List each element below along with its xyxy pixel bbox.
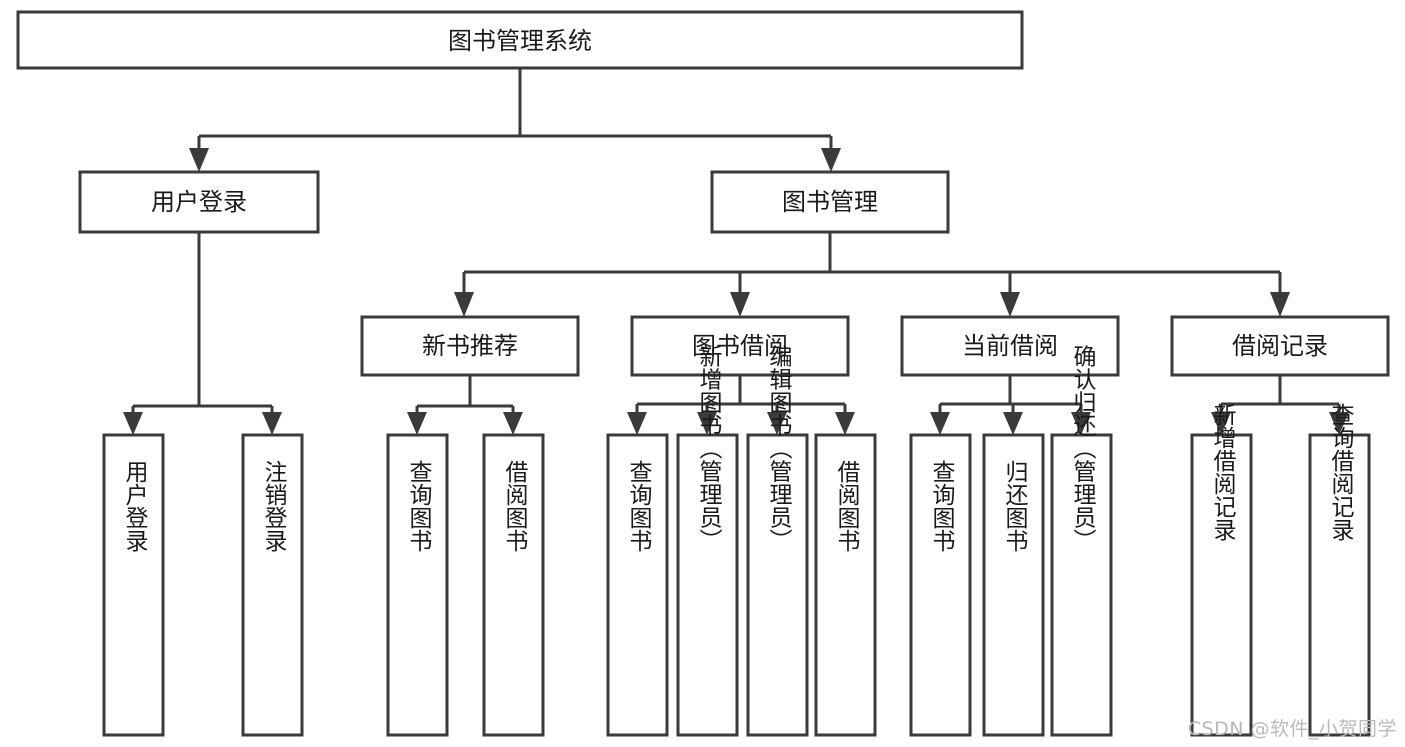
node-leaf-add-record-label: 新增借阅记录 (1209, 403, 1237, 541)
arrow-head-user-login (189, 148, 209, 172)
node-leaf-user-login-label: 用户登录 (121, 460, 149, 552)
arrow-head-new-book-recommend (454, 292, 474, 317)
arrow-head-leaf-user-logout (262, 412, 282, 435)
node-leaf-user-login-box[interactable] (102, 433, 165, 737)
node-leaf-confirm-return-box[interactable] (1050, 433, 1113, 737)
node-new-book-recommend[interactable]: 新书推荐 (360, 315, 580, 377)
arrow-head-book-borrow (730, 292, 750, 317)
arrow-head-leaf-return-book (1003, 412, 1023, 435)
node-leaf-edit-book-box[interactable] (746, 433, 809, 737)
node-book-borrow-label: 图书借阅 (692, 332, 788, 360)
node-leaf-add-book-label: 新增图书（管理员） (695, 345, 723, 552)
arrow-head-leaf-query-record (1329, 412, 1349, 435)
node-leaf-query-book-1-label: 查询图书 (405, 460, 433, 552)
node-current-borrow-box[interactable] (900, 315, 1120, 377)
node-leaf-borrow-book-2-label: 借阅图书 (833, 460, 861, 552)
connector-group-book-manage (454, 232, 1290, 317)
arrow-head-leaf-borrow-book-2 (835, 412, 855, 435)
node-borrow-record-label: 借阅记录 (1232, 332, 1328, 360)
node-leaf-query-record[interactable]: 查询借阅记录 (1308, 403, 1371, 737)
node-leaf-return-book[interactable]: 归还图书 (982, 433, 1045, 737)
node-root-book-management-system[interactable]: 图书管理系统 (16, 10, 1024, 70)
connector-group-user-login (123, 232, 282, 435)
node-leaf-query-book-3-label: 查询图书 (928, 460, 956, 552)
node-book-borrow[interactable]: 图书借阅 (630, 315, 850, 377)
node-leaf-return-book-label: 归还图书 (1001, 460, 1029, 552)
node-book-manage[interactable]: 图书管理 (710, 170, 950, 234)
node-leaf-edit-book[interactable]: 编辑图书（管理员） (746, 345, 809, 737)
arrow-head-leaf-user-login (123, 412, 143, 435)
node-leaf-query-record-label: 查询借阅记录 (1327, 403, 1355, 541)
arrow-head-leaf-add-book (697, 412, 717, 435)
node-leaf-borrow-book-2-box[interactable] (814, 433, 877, 737)
node-root-box[interactable] (16, 10, 1024, 70)
arrow-head-leaf-query-book-2 (627, 412, 647, 435)
connector-group-root (189, 68, 841, 172)
node-book-manage-box[interactable] (710, 170, 950, 234)
arrow-head-leaf-add-record (1211, 412, 1231, 435)
arrow-head-leaf-edit-book (767, 412, 787, 435)
arrow-head-current-borrow (1000, 292, 1020, 317)
node-user-login-box[interactable] (78, 170, 320, 234)
node-leaf-query-book-1[interactable]: 查询图书 (386, 433, 449, 737)
node-root-label: 图书管理系统 (448, 27, 592, 55)
node-leaf-return-book-box[interactable] (982, 433, 1045, 737)
node-leaf-edit-book-label: 编辑图书（管理员） (765, 345, 793, 552)
node-leaf-user-login[interactable]: 用户登录 (102, 433, 165, 737)
node-leaf-add-book-box[interactable] (676, 433, 739, 737)
node-leaf-add-book[interactable]: 新增图书（管理员） (676, 345, 739, 737)
node-leaf-user-logout-label: 注销登录 (260, 460, 288, 552)
connector-group-current-borrow (930, 375, 1091, 435)
node-leaf-add-record-box[interactable] (1190, 433, 1253, 737)
node-user-login-label: 用户登录 (151, 188, 247, 216)
node-leaf-query-book-3[interactable]: 查询图书 (909, 433, 972, 737)
arrow-head-leaf-query-book-1 (407, 412, 427, 435)
node-borrow-record[interactable]: 借阅记录 (1170, 315, 1390, 377)
arrow-head-leaf-query-book-3 (930, 412, 950, 435)
arrow-head-leaf-confirm-return (1071, 412, 1091, 435)
arrow-head-borrow-record (1270, 292, 1290, 317)
node-leaf-borrow-book-1[interactable]: 借阅图书 (482, 433, 545, 737)
node-borrow-record-box[interactable] (1170, 315, 1390, 377)
node-leaf-borrow-book-2[interactable]: 借阅图书 (814, 433, 877, 737)
node-leaf-query-book-3-box[interactable] (909, 433, 972, 737)
node-leaf-query-book-2-box[interactable] (606, 433, 669, 737)
node-leaf-borrow-book-1-box[interactable] (482, 433, 545, 737)
node-leaf-confirm-return-label: 确认归还（管理员） (1069, 345, 1097, 552)
node-leaf-query-book-2-label: 查询图书 (625, 460, 653, 552)
node-leaf-query-record-box[interactable] (1308, 433, 1371, 737)
node-current-borrow-label: 当前借阅 (962, 332, 1058, 360)
node-book-borrow-box[interactable] (630, 315, 850, 377)
node-leaf-user-logout-box[interactable] (241, 433, 304, 737)
node-leaf-query-book-2[interactable]: 查询图书 (606, 433, 669, 737)
node-leaf-query-book-1-box[interactable] (386, 433, 449, 737)
connector-group-new-book-recommend (407, 375, 523, 435)
node-book-manage-label: 图书管理 (782, 188, 878, 216)
arrow-head-book-manage (821, 148, 841, 172)
node-current-borrow[interactable]: 当前借阅 (900, 315, 1120, 377)
node-new-book-recommend-box[interactable] (360, 315, 580, 377)
node-leaf-borrow-book-1-label: 借阅图书 (501, 460, 529, 552)
node-leaf-user-logout[interactable]: 注销登录 (241, 433, 304, 737)
node-user-login[interactable]: 用户登录 (78, 170, 320, 234)
node-new-book-recommend-label: 新书推荐 (422, 332, 518, 360)
node-leaf-confirm-return[interactable]: 确认归还（管理员） (1050, 345, 1113, 737)
connector-group-borrow-record (1211, 375, 1349, 435)
node-leaf-add-record[interactable]: 新增借阅记录 (1190, 403, 1253, 737)
arrow-head-leaf-borrow-book-1 (503, 412, 523, 435)
connector-group-book-borrow (627, 375, 855, 435)
